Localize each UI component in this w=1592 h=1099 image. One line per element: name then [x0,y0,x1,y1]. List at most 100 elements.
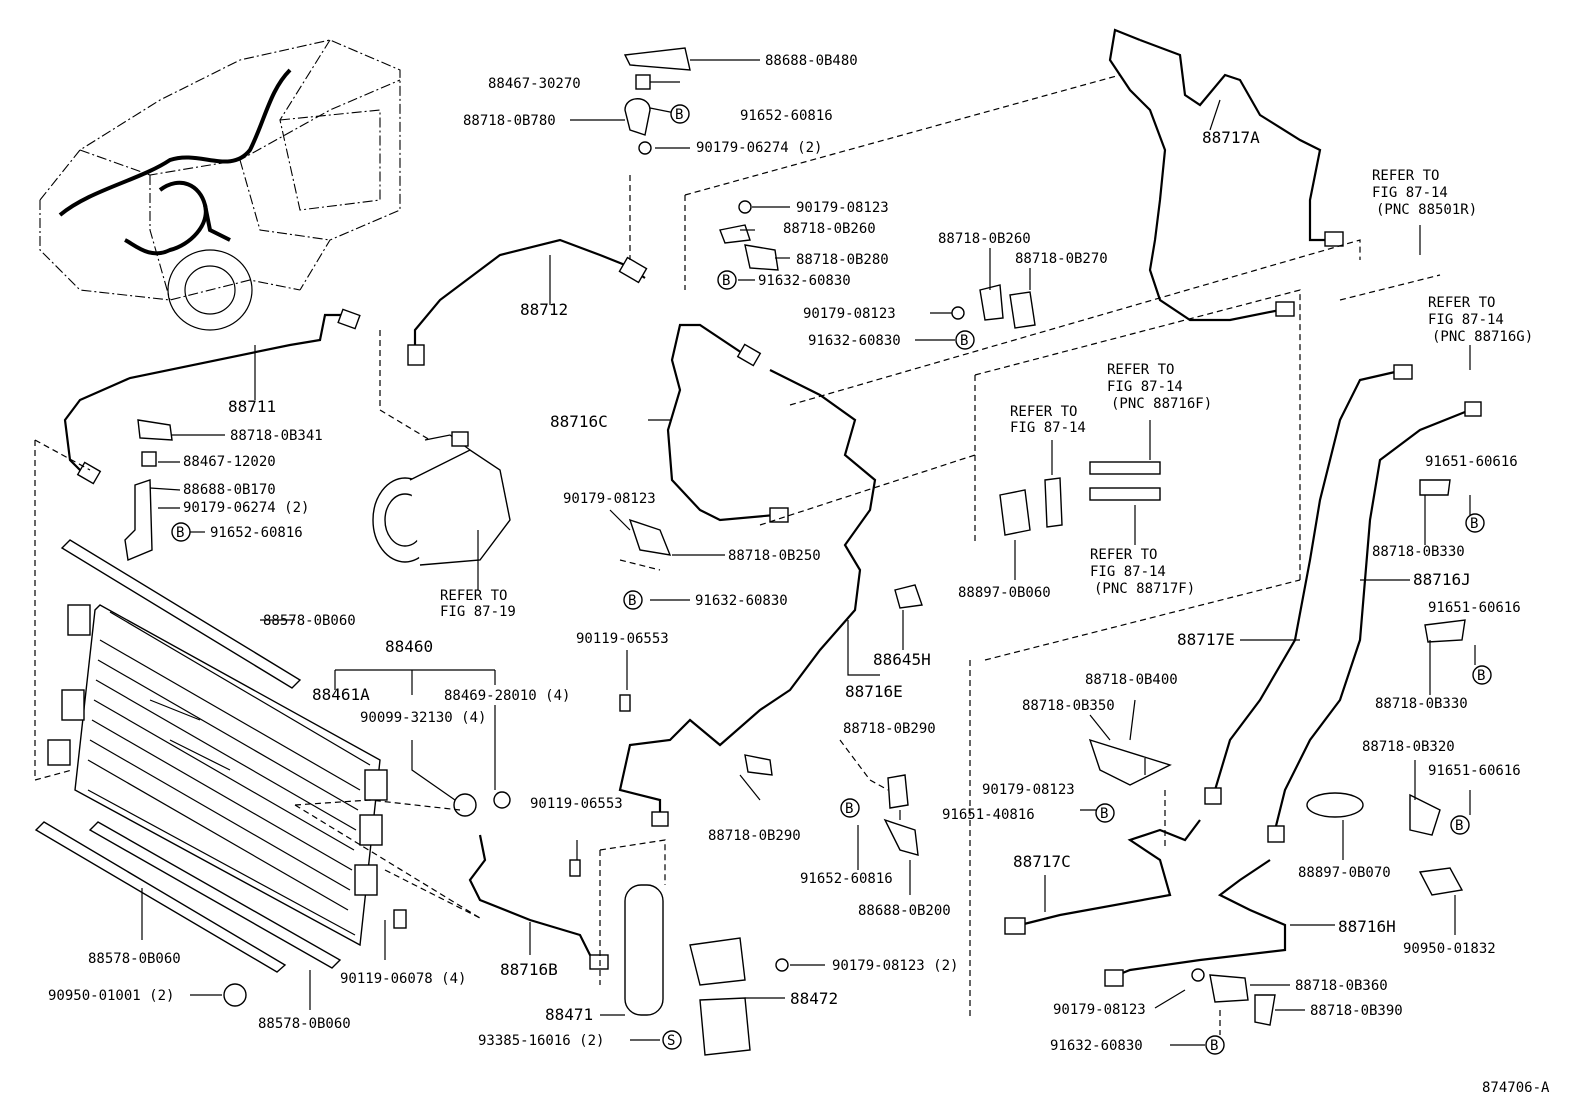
label-90179-08123-a: 90179-08123 [796,200,889,216]
clamp-88718-0B290-a [744,754,773,776]
label-ref-87-19-a: REFER TO [440,588,507,604]
clamp-88718-0B260 [719,224,751,244]
label-ref-87-14-a: REFER TO [1010,404,1077,420]
label-91632-60830-a: 91632-60830 [758,273,851,289]
label-91651-60616-a: 91651-60616 [1425,454,1518,470]
clamp-88718-0B320 [1409,793,1441,836]
label-88717E: 88717E [1177,630,1235,649]
label-90099-32130: 90099-32130 (4) [360,710,486,726]
svg-text:B: B [628,593,636,609]
label-88716J: 88716J [1413,570,1471,589]
label-88718-0B780: 88718-0B780 [463,113,556,129]
seal-88578-bot [88,821,342,969]
label-91652-60816-left: 91652-60816 [210,525,303,541]
bolt-90119-06553-a [619,694,631,712]
label-ref-88716F-b: FIG 87-14 [1107,379,1183,395]
pipe-88712 [413,238,646,355]
label-88897-0B060: 88897-0B060 [958,585,1051,601]
label-ref-88501R-b: FIG 87-14 [1372,185,1448,201]
label-88645H: 88645H [873,650,931,669]
label-ref-88716G-b: FIG 87-14 [1428,312,1504,328]
label-90950-01832: 90950-01832 [1403,941,1496,957]
svg-text:B: B [1477,668,1485,684]
label-88718-0B360: 88718-0B360 [1295,978,1388,994]
svg-text:B: B [845,801,853,817]
grommet-88897-0B070 [1306,792,1364,818]
svg-text:B: B [960,333,968,349]
label-90179-06274-top: 90179-06274 (2) [696,140,822,156]
svg-text:B: B [1210,1038,1218,1054]
label-ref-88501R-a: REFER TO [1372,168,1439,184]
nut-90179-08123-e [775,958,789,972]
clamp-88718-0B290-b [887,774,909,809]
hose-88716F [1089,461,1161,475]
dashed-guides [34,74,1441,1035]
label-88718-0B250: 88718-0B250 [728,548,821,564]
bracket-88688-0B200 [883,818,919,856]
nut-90179-06274 [638,141,652,155]
clamp-88718-0B250 [628,518,672,556]
pipe-88717E [1213,370,1396,791]
pipe-88716J [1273,408,1471,831]
pipe-88717A-upper [1139,38,1330,242]
cushion-90099-32130 [453,793,477,817]
label-88718-0B341: 88718-0B341 [230,428,323,444]
svg-text:B: B [675,107,683,123]
nut-90179-08123-b [951,306,965,320]
vehicle-sketch [39,39,401,331]
label-88717C: 88717C [1013,852,1071,871]
leader-lines [141,59,1476,1046]
pipe-88717A [1108,28,1281,322]
label-91651-60616-c: 91651-60616 [1428,763,1521,779]
label-88718-0B290-a: 88718-0B290 [843,721,936,737]
hose-88717F [1089,487,1161,501]
label-90179-08123-d: 90179-08123 [982,782,1075,798]
label-88717A: 88717A [1202,128,1260,147]
switch-88645H [894,584,923,609]
figure-number: 874706-A [1482,1080,1550,1096]
label-91632-60830-b: 91632-60830 [808,333,901,349]
bracket-88718-0B400 [1088,738,1172,786]
seal-88578-top [60,539,302,689]
svg-text:B: B [1470,516,1478,532]
clamp-88718-0B280 [744,244,779,271]
bolt-markers: B B B B B B B B B B B S [171,104,1492,1055]
collar-88469-28010 [493,791,511,809]
label-91652-60816-top: 91652-60816 [740,108,833,124]
receiver-drier-88471 [624,884,664,1016]
label-88578-0B060-top: 88578-0B060 [263,613,356,629]
label-88467-12020: 88467-12020 [183,454,276,470]
clamp-88718-0B360 [1209,974,1249,1003]
bracket-88472 [689,937,746,986]
label-88718-0B270: 88718-0B270 [1015,251,1108,267]
cushion-88467-12020 [141,451,157,467]
compressor [372,431,511,566]
label-90119-06553-a: 90119-06553 [576,631,669,647]
label-88578-0B060-left: 88578-0B060 [88,951,181,967]
clamp-88718-0B330-b [1424,619,1466,643]
pipe-88716E [618,369,877,820]
label-91632-60830-c: 91632-60830 [695,593,788,609]
bracket-88688-0B170 [124,479,153,561]
label-88469-28010: 88469-28010 (4) [444,688,570,704]
label-ref-88717F-c: (PNC 88717F) [1094,581,1195,597]
label-ref-88716G-c: (PNC 88716G) [1432,329,1533,345]
clamp-88718-0B270 [1009,291,1036,329]
label-90179-08123-c: 90179-08123 [563,491,656,507]
label-90950-01001: 90950-01001 (2) [48,988,174,1004]
clamp-88718-0B330-a [1419,479,1451,496]
label-88716C: 88716C [550,412,608,431]
label-88471: 88471 [545,1005,593,1024]
label-ref-88717F-a: REFER TO [1090,547,1157,563]
label-91652-60816-bot: 91652-60816 [800,871,893,887]
label-88460: 88460 [385,637,433,656]
clamp-88718-0B260-b [979,284,1004,321]
label-88467-30270: 88467-30270 [488,76,581,92]
label-88718-0B350: 88718-0B350 [1022,698,1115,714]
part-labels: 88688-0B480 88467-30270 91652-60816 8871… [48,53,1550,1096]
label-88718-0B330-a: 88718-0B330 [1372,544,1465,560]
grommet-88897-0B060 [999,489,1031,536]
label-90179-08123-e: 90179-08123 (2) [832,958,958,974]
plate-87-14 [1044,477,1063,528]
